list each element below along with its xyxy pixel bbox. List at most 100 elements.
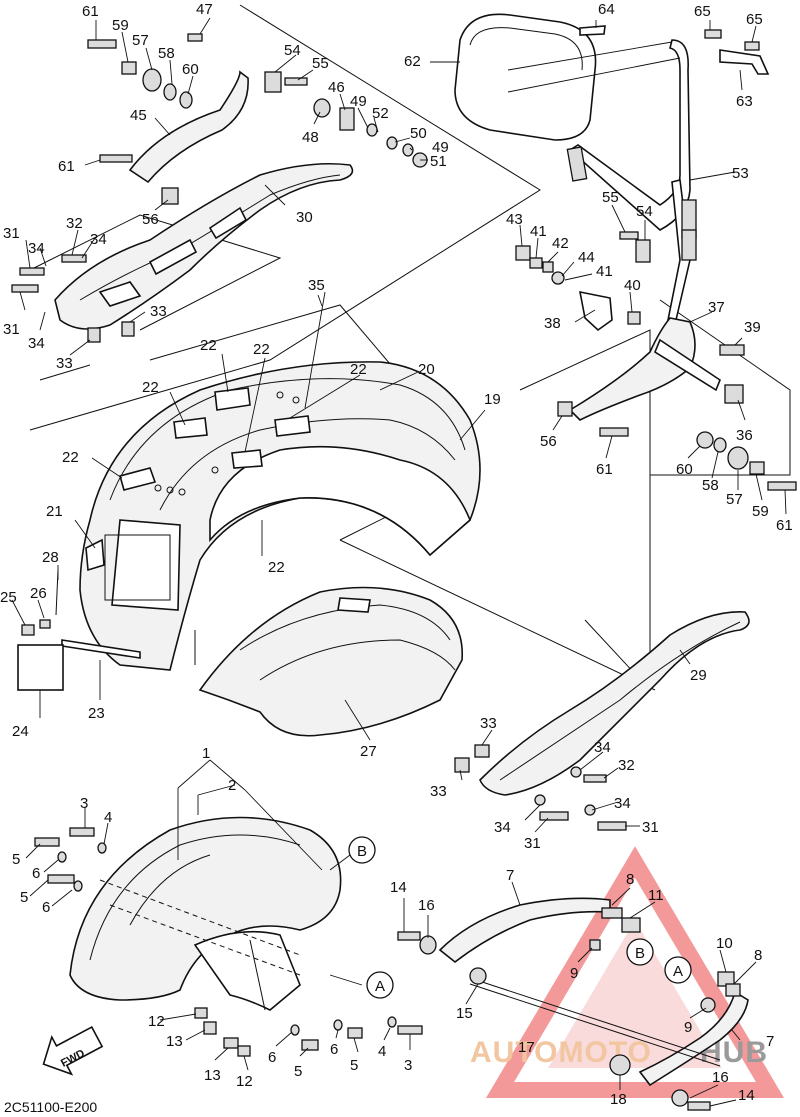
leader-lines [11,17,787,1107]
callout-33-b: 33 [56,355,73,372]
fender-stay [438,897,749,1087]
callout-34-e: 34 [614,795,631,812]
callout-5-a: 5 [12,851,20,868]
callout-8-b: 8 [754,947,762,964]
callout-22-e: 22 [62,449,79,466]
callout-59-right: 59 [752,503,769,520]
callout-6-a: 6 [32,865,40,882]
callout-45: 45 [130,107,147,124]
callout-17: 17 [518,1039,535,1056]
callout-61-top: 61 [82,3,99,20]
callout-65-b: 65 [746,11,763,28]
rear-fender [17,361,481,691]
callout-36: 36 [736,427,753,444]
callout-16-a: 16 [418,897,435,914]
callout-58-right: 58 [702,477,719,494]
callout-18: 18 [610,1091,627,1108]
callout-10: 10 [716,935,733,952]
callout-63: 63 [736,93,753,110]
callout-19: 19 [484,391,501,408]
callout-8-a: 8 [626,871,634,888]
right-side-rail [479,611,750,796]
callout-49-b: 49 [432,139,449,156]
callout-25: 25 [0,589,17,606]
callout-30: 30 [296,209,313,226]
reference-marks: B A B A [348,836,692,999]
callout-28: 28 [42,549,59,566]
callout-59-top: 59 [112,17,129,34]
callout-5-b: 5 [20,889,28,906]
callout-47: 47 [196,1,213,18]
callout-24: 24 [12,723,29,740]
callout-56-right: 56 [540,433,557,450]
callout-31-top-left: 31 [3,225,20,242]
callout-35: 35 [308,277,325,294]
callout-33-c: 33 [480,715,497,732]
callout-51: 51 [430,153,447,170]
callout-34-d: 34 [594,739,611,756]
ref-mark-a-front: A [375,978,385,995]
callout-34-a: 34 [28,240,45,257]
callout-22-f: 22 [268,559,285,576]
callout-7-a: 7 [506,867,514,884]
callout-57-right: 57 [726,491,743,508]
callout-49-a: 49 [350,93,367,110]
callout-42: 42 [552,235,569,252]
callout-31-right: 31 [642,819,659,836]
callout-52: 52 [372,105,389,122]
callout-61-right-bottom: 61 [776,517,793,534]
callout-15: 15 [456,1005,473,1022]
callout-31-bottom-left: 31 [3,321,20,338]
callout-48: 48 [302,129,319,146]
callout-40: 40 [624,277,641,294]
callout-4-left: 4 [104,809,112,826]
ref-mark-b-stay: B [635,945,645,962]
callout-61-mid: 61 [58,158,75,175]
callout-3-left: 3 [80,795,88,812]
callout-4-right: 4 [378,1043,386,1060]
callout-13-b: 13 [204,1067,221,1084]
callout-38: 38 [544,315,561,332]
callout-22-b: 22 [253,341,270,358]
callout-62: 62 [404,53,421,70]
callout-33-a: 33 [150,303,167,320]
front-fender [69,816,342,1011]
callout-34-b: 34 [90,231,107,248]
callout-60-right: 60 [676,461,693,478]
callout-1: 1 [202,745,210,762]
callout-37: 37 [708,299,725,316]
hardware [11,33,797,1111]
callout-64: 64 [598,1,615,18]
callout-22-a: 22 [200,337,217,354]
callout-26: 26 [30,585,47,602]
callout-34-f: 34 [494,819,511,836]
callout-33-d: 33 [430,783,447,800]
left-side-rail [54,70,354,330]
callout-22-d: 22 [142,379,159,396]
backrest-stay [568,290,721,421]
callout-50: 50 [410,125,427,142]
callout-55-right: 55 [602,189,619,206]
callout-32-right: 32 [618,757,635,774]
backrest-assembly [454,13,770,321]
callout-6-c: 6 [268,1049,276,1066]
callout-20: 20 [418,361,435,378]
callout-6-d: 6 [330,1041,338,1058]
callout-60-top: 60 [182,61,199,78]
callout-2: 2 [228,777,236,794]
callout-43: 43 [506,211,523,228]
callout-53: 53 [732,165,749,182]
fwd-arrow: FWD [42,1026,104,1076]
callout-9-a: 9 [570,965,578,982]
callout-11: 11 [648,887,664,904]
section-frames [29,4,791,692]
callout-16-b: 16 [712,1069,729,1086]
callout-44: 44 [578,249,595,266]
callout-55-left: 55 [312,55,329,72]
callout-58-top: 58 [158,45,175,62]
callout-65-a: 65 [694,3,711,20]
callout-13-a: 13 [166,1033,183,1050]
callout-46: 46 [328,79,345,96]
